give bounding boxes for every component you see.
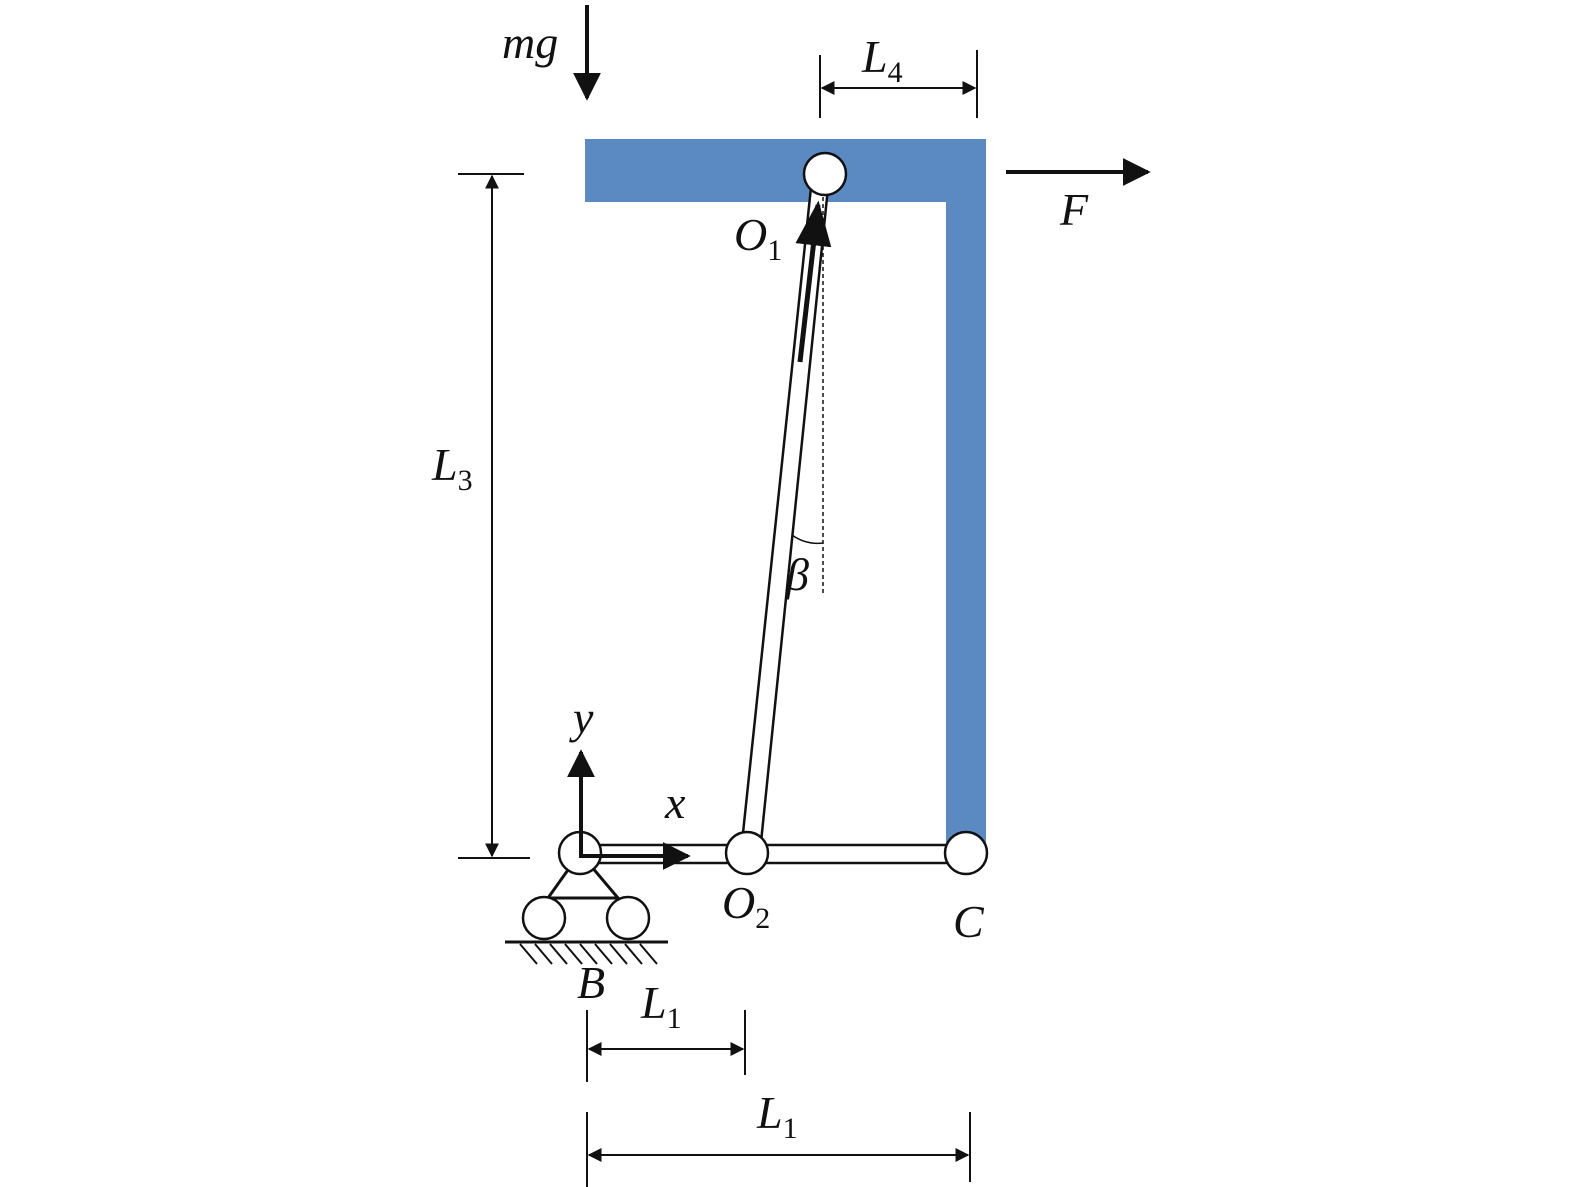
slanted-link-o2-o1 [739,176,831,854]
label-b: B [577,957,605,1008]
label-f: F [1059,184,1089,235]
label-beta: β [785,549,809,600]
slide-arrow [795,200,832,363]
label-o2: O2 [722,877,770,935]
label-l4: L4 [861,31,903,89]
label-l1-long: L1 [756,1087,798,1145]
label-c: C [953,896,985,947]
label-o1: O1 [734,209,782,267]
label-x: x [664,777,686,828]
dimension-l3 [458,173,530,859]
joint-o2 [724,830,770,876]
label-l3: L3 [431,439,473,497]
dimension-l1-long [586,1112,971,1187]
joint-c [943,830,989,876]
support-b [505,830,668,965]
label-y: y [569,692,594,743]
joint-o1 [802,151,848,197]
dimension-l4 [819,50,978,118]
dimension-l1-short [586,1010,746,1082]
label-mg: mg [502,17,558,68]
label-l1-short: L1 [640,977,682,1035]
beta-angle-arc [791,534,824,545]
